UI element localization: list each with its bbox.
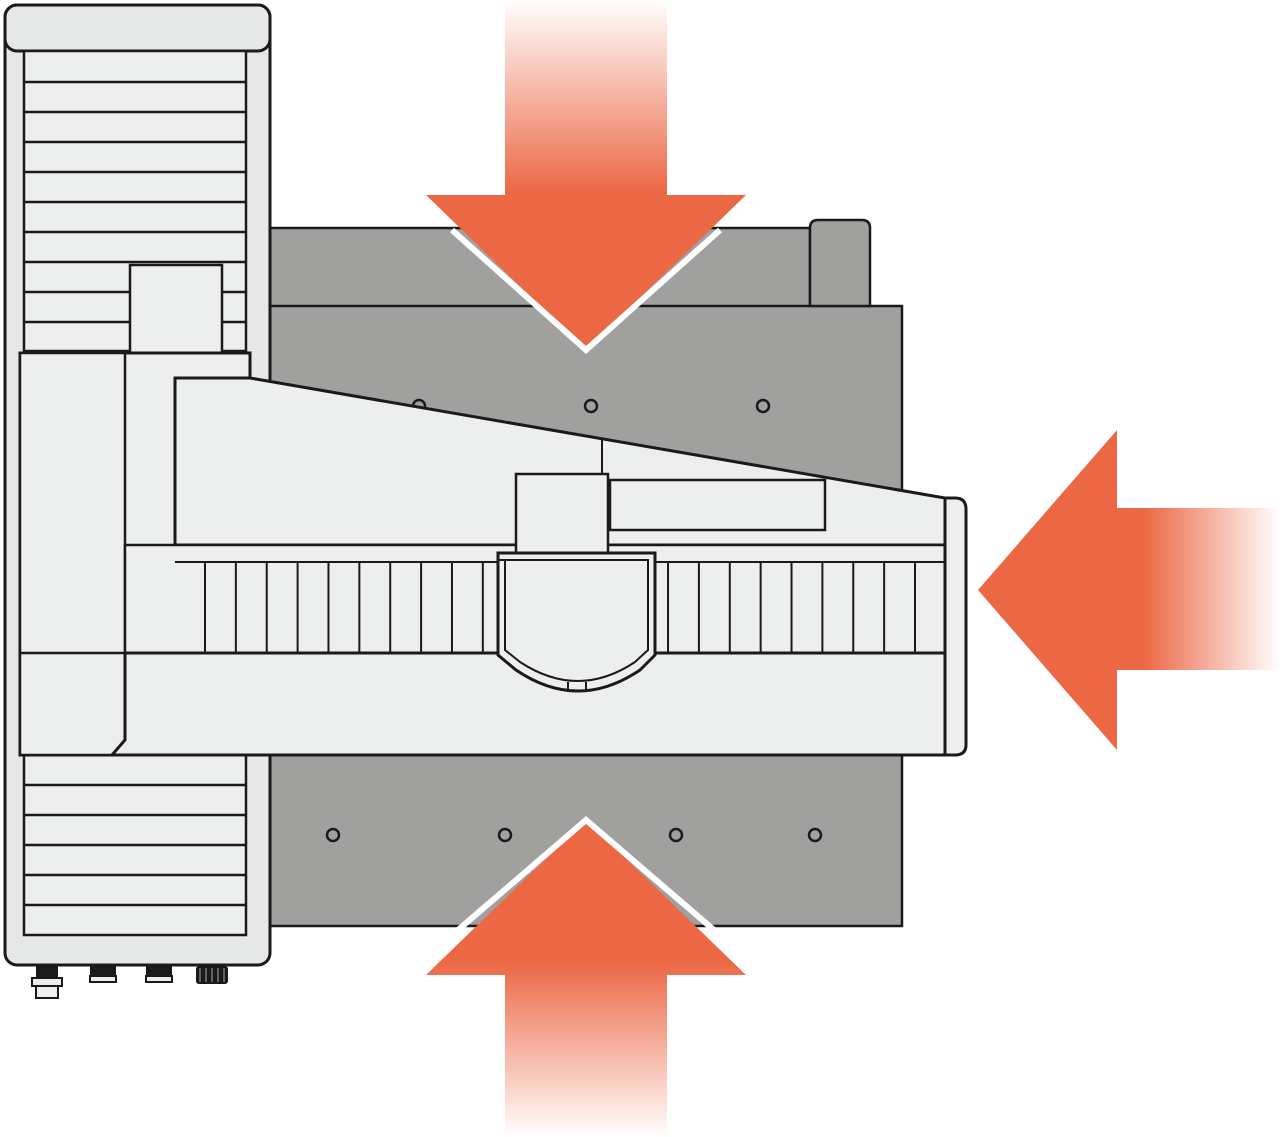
carriage-slats [204, 562, 916, 653]
tool-head [496, 472, 657, 693]
plate-hole [668, 827, 684, 843]
arrow-from-right [978, 430, 1280, 750]
connector-row [31, 966, 228, 999]
plate-hole [325, 827, 341, 843]
arrow-from-top [426, 0, 746, 355]
connector-flat [145, 966, 173, 983]
plate-hole [583, 398, 599, 414]
plate-hole [497, 827, 513, 843]
plate-hole [807, 827, 823, 843]
gantry-arm [18, 351, 968, 757]
column-slats [24, 80, 246, 907]
arrow-from-bottom [426, 816, 746, 1137]
plate-hole [755, 398, 771, 414]
lower-hole-row [325, 827, 823, 843]
connector-flat [89, 966, 117, 983]
column-slot [128, 263, 224, 359]
plate-tab [808, 218, 872, 308]
connector-knurled [196, 966, 228, 984]
connector-round [31, 966, 63, 999]
